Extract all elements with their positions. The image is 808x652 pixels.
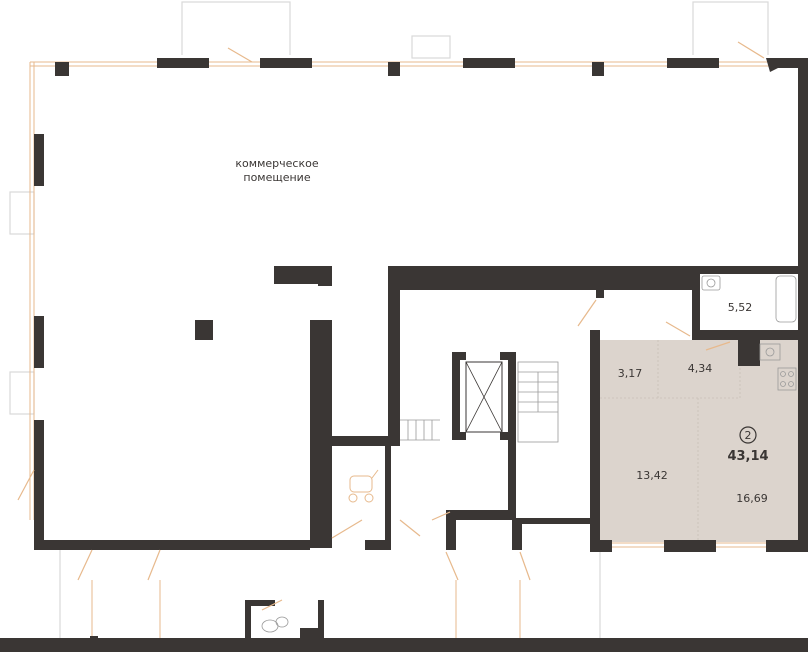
- staircase: [400, 361, 559, 443]
- plant-icon: [261, 616, 289, 633]
- room-area-hall: 3,17: [618, 367, 643, 380]
- apartment-unit[interactable]: [598, 340, 798, 542]
- stroller-icon: [348, 469, 379, 503]
- room-area-kitchen-living: 16,69: [736, 492, 768, 505]
- walls: [0, 58, 808, 652]
- total-area: 43,14: [727, 449, 768, 464]
- room-area-bathroom: 5,52: [728, 301, 753, 314]
- bathroom-fixtures: [701, 275, 797, 391]
- commercial-label-line2: помещение: [243, 171, 310, 184]
- door-swings: [17, 41, 765, 611]
- room-area-corridor: 4,34: [688, 362, 713, 375]
- rooms-count-badge: 2: [739, 426, 757, 444]
- commercial-label-line1: коммерческое: [235, 157, 318, 170]
- room-area-room: 13,42: [636, 469, 668, 482]
- elevator-shaft: [465, 361, 503, 433]
- rooms-count: 2: [745, 429, 752, 442]
